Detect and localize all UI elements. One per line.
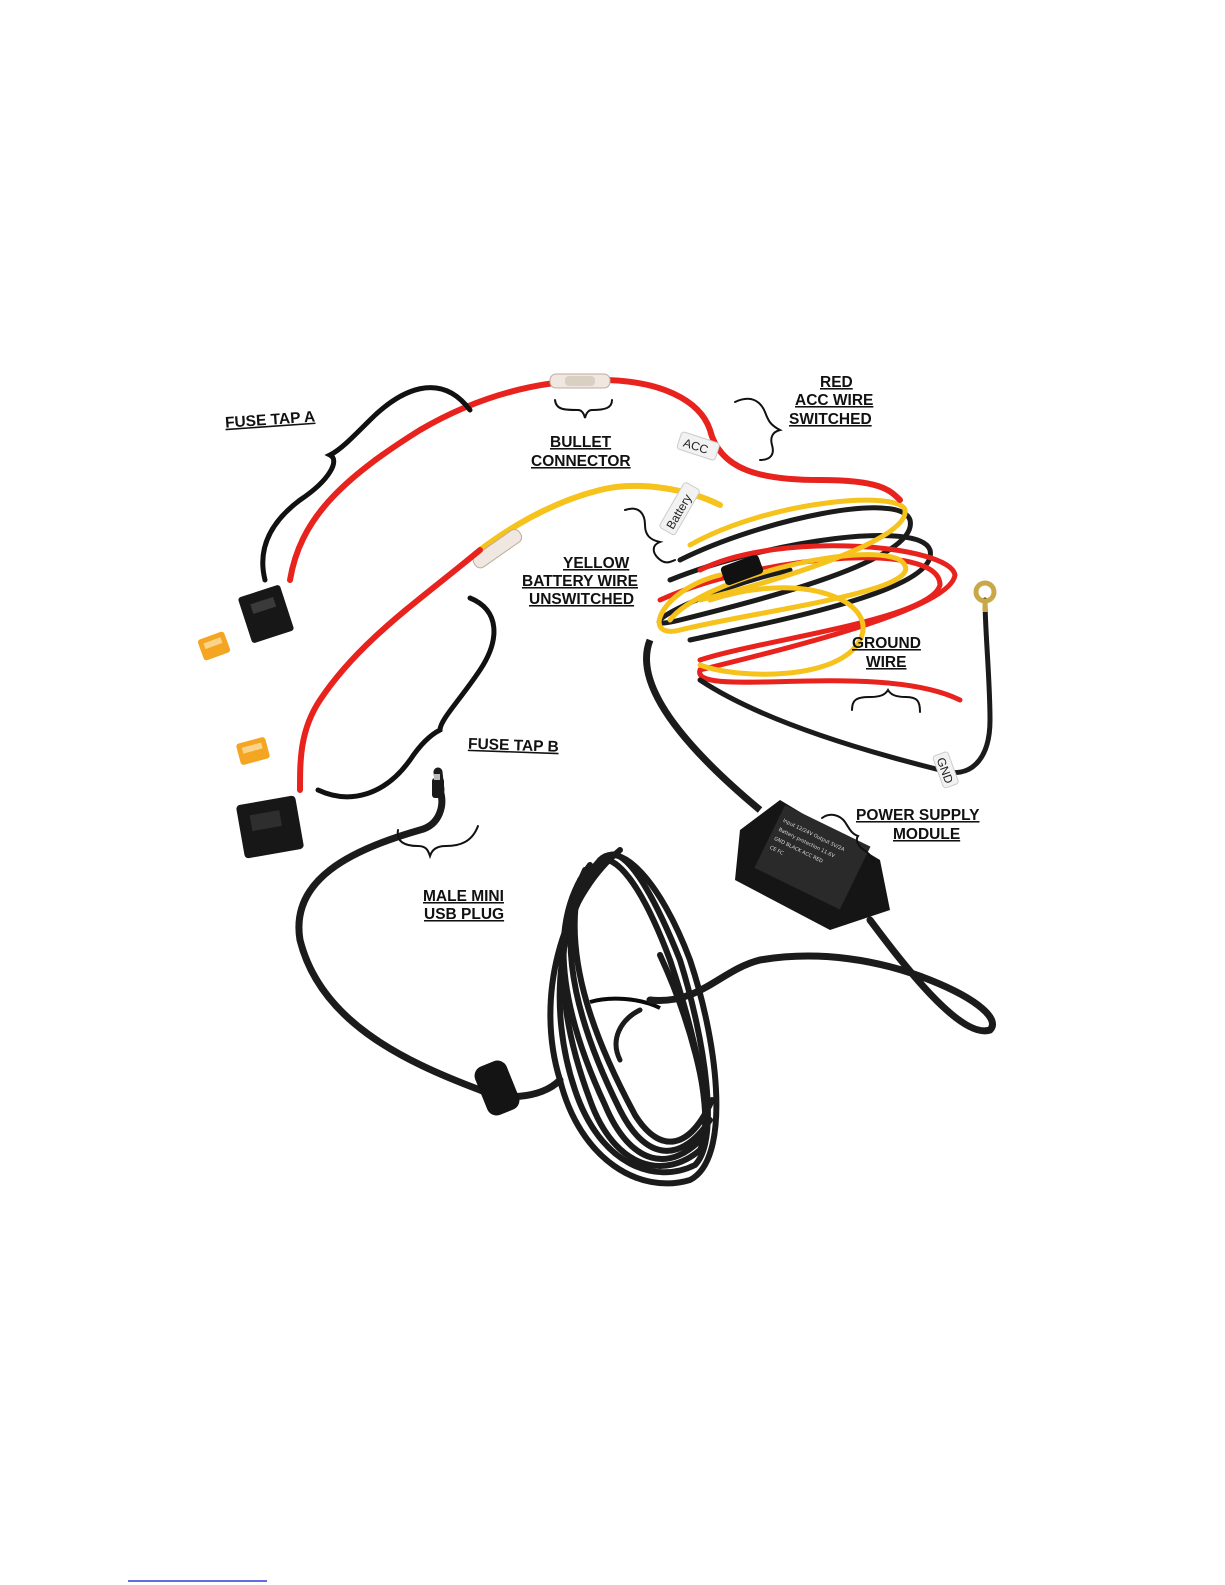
spare-fuse-a bbox=[197, 631, 231, 661]
label-male-mini-usb-1: MALE MINI bbox=[423, 888, 504, 905]
label-bullet-connector-1: BULLET bbox=[550, 434, 612, 451]
label-red-acc-2: ACC WIRE bbox=[795, 392, 873, 409]
label-ground-wire-1: GROUND bbox=[852, 635, 921, 652]
usb-cable bbox=[299, 790, 560, 1097]
label-bullet-connector-2: CONNECTOR bbox=[531, 453, 631, 470]
label-fuse-tap-b: FUSE TAP B bbox=[468, 736, 559, 756]
label-yellow-battery-2: BATTERY WIRE bbox=[522, 573, 638, 590]
male-mini-usb-plug bbox=[432, 772, 444, 798]
bracket-fuse-tap-b bbox=[318, 598, 494, 797]
label-power-supply-1: POWER SUPPLY bbox=[856, 807, 980, 824]
module-output-cable bbox=[650, 920, 993, 1031]
spare-fuse-b bbox=[236, 736, 271, 765]
usb-cable-coil bbox=[550, 850, 716, 1183]
label-yellow-battery-3: UNSWITCHED bbox=[529, 591, 634, 608]
ferrite-core bbox=[471, 1058, 522, 1119]
label-red-acc-1: RED bbox=[820, 374, 853, 391]
bracket-ground-wire bbox=[852, 690, 920, 712]
label-male-mini-usb-2: USB PLUG bbox=[424, 906, 504, 923]
red-fuse-tap-b-wire bbox=[300, 550, 480, 790]
bracket-red-acc bbox=[735, 399, 780, 460]
label-fuse-tap-a: FUSE TAP A bbox=[225, 409, 316, 432]
bullet-connector bbox=[550, 374, 610, 388]
label-yellow-battery-1: YELLOW bbox=[563, 555, 630, 572]
wire-bundle bbox=[659, 500, 960, 700]
label-power-supply-2: MODULE bbox=[893, 826, 960, 843]
label-ground-wire-2: WIRE bbox=[866, 654, 906, 671]
bracket-bullet-connector bbox=[555, 400, 612, 418]
label-red-acc-3: SWITCHED bbox=[789, 411, 872, 428]
fuse-tap-a bbox=[238, 584, 295, 643]
fuse-tap-b bbox=[236, 795, 304, 859]
